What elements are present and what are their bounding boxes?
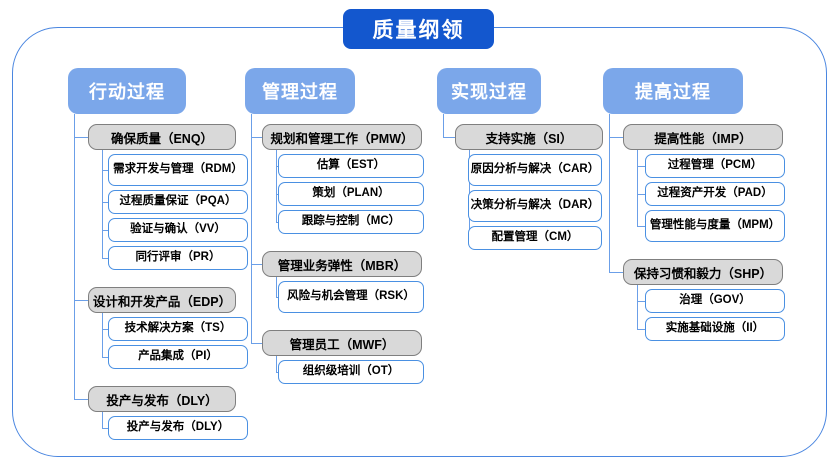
- connector-line: [637, 226, 645, 228]
- connector-line: [637, 194, 645, 196]
- group-box[interactable]: 规划和管理工作（PMW）: [262, 124, 422, 150]
- connector-line: [276, 297, 278, 299]
- connector-line: [102, 357, 108, 359]
- group-box[interactable]: 支持实施（SI）: [455, 124, 603, 150]
- leaf-box[interactable]: 过程资产开发（PAD）: [645, 182, 785, 206]
- connector-line: [251, 114, 253, 343]
- connector-line: [251, 264, 262, 266]
- leaf-box[interactable]: 过程质量保证（PQA）: [108, 190, 248, 214]
- leaf-box[interactable]: 原因分析与解决（CAR）: [468, 154, 602, 186]
- leaf-box[interactable]: 组织级培训（OT）: [278, 360, 424, 384]
- connector-line: [637, 166, 645, 168]
- leaf-box[interactable]: 技术解决方案（TS）: [108, 317, 248, 341]
- connector-line: [74, 137, 88, 139]
- group-box[interactable]: 保持习惯和毅力（SHP）: [623, 259, 783, 285]
- leaf-box[interactable]: 产品集成（PI）: [108, 345, 248, 369]
- group-box[interactable]: 管理员工（MWF）: [262, 330, 422, 356]
- connector-line: [637, 150, 639, 226]
- connector-line: [276, 277, 278, 297]
- leaf-box[interactable]: 管理性能与度量（MPM）: [645, 210, 785, 242]
- leaf-box[interactable]: 估算（EST）: [278, 154, 424, 178]
- connector-line: [276, 222, 278, 224]
- group-box[interactable]: 提高性能（IMP）: [623, 124, 783, 150]
- leaf-box[interactable]: 跟踪与控制（MC）: [278, 210, 424, 234]
- connector-line: [102, 412, 104, 428]
- leaf-box[interactable]: 验证与确认（VV）: [108, 218, 248, 242]
- leaf-box[interactable]: 治理（GOV）: [645, 289, 785, 313]
- leaf-box[interactable]: 同行评审（PR）: [108, 246, 248, 270]
- connector-line: [276, 194, 278, 196]
- connector-line: [637, 301, 645, 303]
- group-box[interactable]: 投产与发布（DLY）: [88, 386, 236, 412]
- leaf-box[interactable]: 策划（PLAN）: [278, 182, 424, 206]
- column-header-3[interactable]: 实现过程: [437, 68, 541, 114]
- connector-line: [102, 258, 108, 260]
- connector-line: [609, 114, 611, 272]
- root-title: 质量纲领: [343, 9, 494, 49]
- leaf-box[interactable]: 配置管理（CM）: [468, 226, 602, 250]
- connector-line: [102, 313, 104, 357]
- connector-line: [102, 202, 108, 204]
- column-header-4[interactable]: 提高过程: [603, 68, 743, 114]
- connector-line: [637, 285, 639, 329]
- leaf-box[interactable]: 决策分析与解决（DAR）: [468, 190, 602, 222]
- connector-line: [276, 150, 278, 222]
- connector-line: [609, 272, 623, 274]
- connector-line: [251, 137, 262, 139]
- connector-line: [102, 329, 108, 331]
- connector-line: [443, 114, 445, 137]
- leaf-box[interactable]: 需求开发与管理（RDM）: [108, 154, 248, 186]
- leaf-box[interactable]: 投产与发布（DLY）: [108, 416, 248, 440]
- connector-line: [74, 300, 88, 302]
- connector-line: [276, 356, 278, 372]
- connector-line: [74, 399, 88, 401]
- leaf-box[interactable]: 实施基础设施（II）: [645, 317, 785, 341]
- connector-line: [102, 230, 108, 232]
- connector-line: [443, 137, 455, 139]
- connector-line: [251, 343, 262, 345]
- group-box[interactable]: 设计和开发产品（EDP）: [88, 287, 236, 313]
- group-box[interactable]: 确保质量（ENQ）: [88, 124, 236, 150]
- connector-line: [102, 428, 108, 430]
- connector-line: [276, 372, 278, 374]
- connector-line: [609, 137, 623, 139]
- connector-line: [637, 329, 645, 331]
- connector-line: [276, 166, 278, 168]
- connector-line: [74, 114, 76, 399]
- leaf-box[interactable]: 风险与机会管理（RSK）: [278, 281, 424, 313]
- leaf-box[interactable]: 过程管理（PCM）: [645, 154, 785, 178]
- connector-line: [102, 150, 104, 258]
- column-header-2[interactable]: 管理过程: [245, 68, 355, 114]
- group-box[interactable]: 管理业务弹性（MBR）: [262, 251, 422, 277]
- column-header-1[interactable]: 行动过程: [68, 68, 186, 114]
- connector-line: [102, 170, 108, 172]
